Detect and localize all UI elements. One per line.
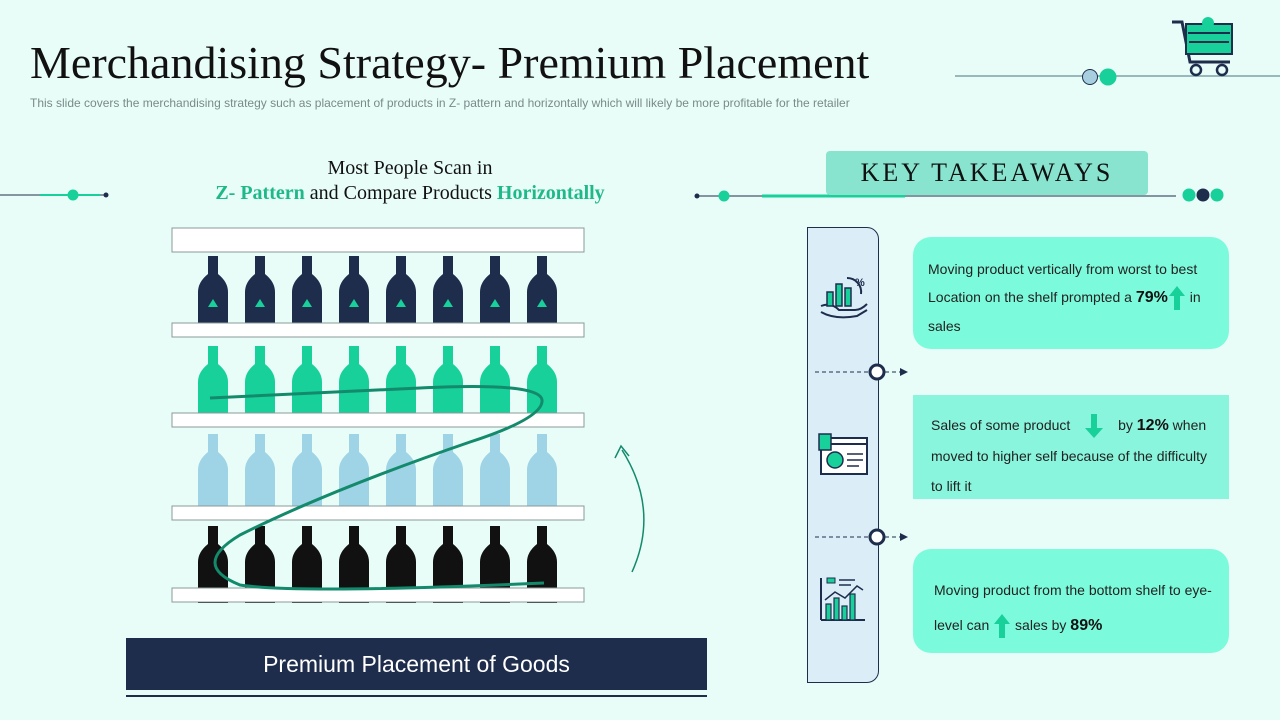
card2-text-b: by xyxy=(1114,417,1137,433)
bottle-black xyxy=(433,526,463,603)
z-pattern-path xyxy=(209,385,545,591)
bottle-light-blue xyxy=(527,434,557,511)
card2-percent: 12% xyxy=(1136,417,1169,434)
bottle-light-blue xyxy=(198,434,228,511)
card1-text-b: in sales xyxy=(928,289,1201,334)
curved-arrow xyxy=(621,449,645,573)
bottle-light-blue xyxy=(245,434,275,511)
shelf-heading: Most People Scan in Z- Pattern and Compa… xyxy=(140,156,680,206)
arrow-down-icon xyxy=(1085,414,1104,439)
arrow-up-icon xyxy=(1168,286,1185,311)
heading-line-1: Most People Scan in xyxy=(327,157,493,179)
bar-line-chart-icon xyxy=(820,577,865,621)
card3-text-a: Moving product from the bottom shelf to … xyxy=(934,582,1212,633)
bottle-navy xyxy=(198,256,228,333)
card2-text-c: when moved to higher self because of the… xyxy=(931,417,1208,494)
bottle-label-mark xyxy=(208,299,218,307)
footer-banner: Premium Placement of Goods xyxy=(126,638,707,690)
bottle-green xyxy=(386,346,416,423)
chart-hand-icon: % xyxy=(820,276,868,319)
bottle-navy xyxy=(527,256,557,333)
bottle-navy xyxy=(245,256,275,333)
heading-highlight-z-pattern: Z- Pattern xyxy=(215,182,305,204)
curved-arrow-head xyxy=(614,444,630,459)
bottle-light-blue xyxy=(480,434,510,511)
takeaway-card-3: Moving product from the bottom shelf to … xyxy=(913,549,1229,653)
bottle-label-mark xyxy=(396,299,406,307)
card3-text-b: sales by xyxy=(1011,617,1071,633)
bottle-black xyxy=(245,526,275,603)
card1-percent: 79% xyxy=(1135,289,1168,306)
card2-text-a: Sales of some product xyxy=(931,417,1075,433)
footer-underline xyxy=(126,695,707,697)
heading-highlight-horizontally: Horizontally xyxy=(496,182,605,204)
page-title: Merchandising Strategy- Premium Placemen… xyxy=(30,37,870,88)
bottle-label-mark xyxy=(443,299,453,307)
bottle-light-blue xyxy=(433,434,463,511)
takeaway-card-1: Moving product vertically from worst to … xyxy=(913,237,1229,349)
shopping-cart-icon xyxy=(1172,17,1233,77)
bottle-navy xyxy=(386,256,416,333)
svg-text:%: % xyxy=(855,277,865,289)
card1-text-a: Moving product vertically from worst to … xyxy=(928,261,1198,305)
bottle-label-mark xyxy=(302,299,312,307)
shelf-illustration xyxy=(171,227,645,603)
bottle-navy xyxy=(480,256,510,333)
bottle-light-blue xyxy=(386,434,416,511)
card3-percent: 89% xyxy=(1070,617,1103,634)
bottle-black xyxy=(198,526,228,603)
arrow-up-icon xyxy=(994,614,1011,639)
heading-middle: and Compare Products xyxy=(304,182,497,204)
bottle-green xyxy=(433,346,463,423)
bottle-green xyxy=(292,346,322,423)
shelf-top xyxy=(171,227,585,253)
bottle-navy xyxy=(339,256,369,333)
bottle-label-mark xyxy=(537,299,547,307)
bottle-black xyxy=(339,526,369,603)
shelf-board xyxy=(171,412,585,428)
bottle-navy xyxy=(433,256,463,333)
takeaway-card-2: Sales of some product by 12% when moved … xyxy=(913,395,1229,499)
report-chart-icon xyxy=(818,433,868,475)
bottle-green xyxy=(245,346,275,423)
bottle-green xyxy=(480,346,510,423)
bottle-black xyxy=(292,526,322,603)
bottle-green xyxy=(339,346,369,423)
shelf-board xyxy=(171,505,585,521)
bottle-navy xyxy=(292,256,322,333)
bottle-label-mark xyxy=(255,299,265,307)
bottle-label-mark xyxy=(349,299,359,307)
bottle-green xyxy=(198,346,228,423)
bottle-green xyxy=(527,346,557,423)
shelf-board xyxy=(171,322,585,338)
timeline-connectors xyxy=(815,363,908,546)
bottle-label-mark xyxy=(490,299,500,307)
bottle-black xyxy=(386,526,416,603)
key-takeaways-heading: KEY TAKEAWAYS xyxy=(826,151,1148,195)
bottle-light-blue xyxy=(292,434,322,511)
page-subtitle: This slide covers the merchandising stra… xyxy=(30,96,850,110)
bottle-light-blue xyxy=(339,434,369,511)
